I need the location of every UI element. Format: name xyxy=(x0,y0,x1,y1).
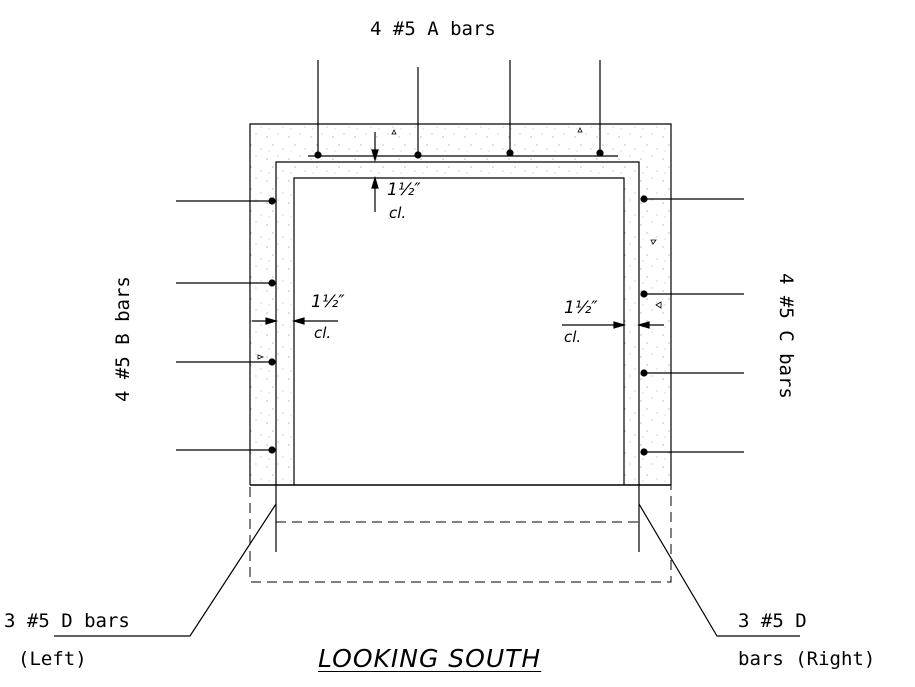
left-clearance-value: 1½″ xyxy=(311,292,345,312)
d-right-leader xyxy=(638,503,800,637)
c-bars-label: 4 #5 C bars xyxy=(775,273,797,399)
top-clearance-suffix: cl. xyxy=(389,204,407,222)
outer-outline xyxy=(249,123,672,485)
concrete-wall xyxy=(250,124,671,485)
top-clearance-value: 1½″ xyxy=(387,180,421,200)
b-bars-label: 4 #5 B bars xyxy=(112,276,134,402)
inner-outline-inner xyxy=(293,177,625,485)
right-clearance-value: 1½″ xyxy=(564,298,598,318)
a-bars xyxy=(314,60,604,159)
d-left-label-line1: 3 #5 D bars xyxy=(4,610,130,632)
b-bars xyxy=(176,197,276,454)
c-bars xyxy=(640,195,744,456)
right-clearance-suffix: cl. xyxy=(564,328,582,346)
d-right-label-line2: bars (Right) xyxy=(738,648,876,670)
view-title: LOOKING SOUTH xyxy=(318,644,542,673)
left-clearance-dim xyxy=(252,317,338,325)
d-left-label-line2: (Left) xyxy=(18,648,87,670)
left-clearance-suffix: cl. xyxy=(314,324,332,342)
top-clearance-dim xyxy=(371,132,379,212)
footing-outline xyxy=(249,484,672,583)
a-bars-label: 4 #5 A bars xyxy=(370,18,496,40)
right-clearance-dim xyxy=(562,321,664,329)
aggregate-marks xyxy=(257,127,662,360)
inner-outline-outer xyxy=(275,161,640,485)
d-left-leader xyxy=(54,503,277,637)
d-right-label-line1: 3 #5 D xyxy=(738,610,807,632)
